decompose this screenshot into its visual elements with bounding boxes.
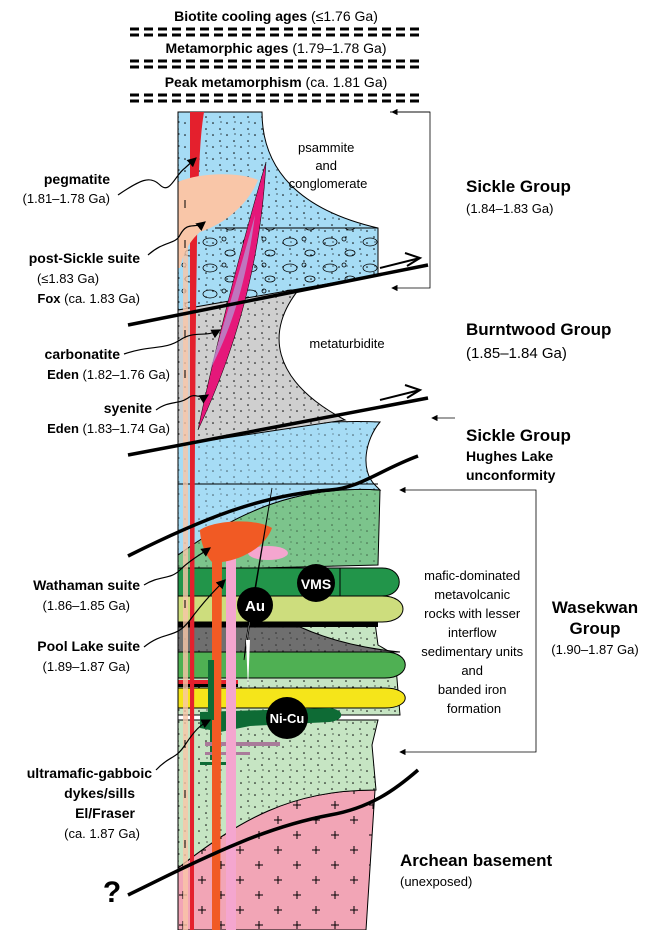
peak-metamorphism-label: Peak metamorphism (ca. 1.81 Ga) [165,74,388,90]
svg-text:(1.89–1.87 Ga): (1.89–1.87 Ga) [43,659,130,674]
biotite-cooling-label: Biotite cooling ages (≤1.76 Ga) [174,8,378,24]
left-label-wathaman: Wathaman suite (1.86–1.85 Ga) [33,577,140,613]
left-label-syenite: syenite Eden (1.83–1.74 Ga) [47,400,170,436]
left-label-pegmatite: pegmatite (1.81–1.78 Ga) [23,171,111,206]
svg-text:(1.86–1.85 Ga): (1.86–1.85 Ga) [43,598,130,613]
svg-text:carbonatite: carbonatite [45,346,121,362]
metaturbidite-label: metaturbidite [309,336,384,351]
svg-text:dykes/sills: dykes/sills [64,785,135,801]
mafic-description-label: mafic-dominated metavolcanic rocks with … [421,568,527,716]
svg-text:Archean basement: Archean basement [400,851,552,870]
ultramafic-dyke [208,660,214,720]
svg-text:Hughes Lake: Hughes Lake [466,448,553,464]
svg-text:(1.90–1.87 Ga): (1.90–1.87 Ga) [551,642,638,657]
svg-text:Burntwood Group: Burntwood Group [466,320,611,339]
metamorphic-ages-label: Metamorphic ages (1.79–1.78 Ga) [166,40,387,56]
svg-text:Fox (ca. 1.83 Ga): Fox (ca. 1.83 Ga) [37,291,140,306]
svg-text:Ni-Cu: Ni-Cu [270,711,305,726]
sediment-band-upper [178,596,403,622]
left-label-post-sickle: post-Sickle suite (≤1.83 Ga) Fox (ca. 1.… [29,250,140,306]
svg-text:Eden (1.83–1.74 Ga): Eden (1.83–1.74 Ga) [47,421,170,436]
right-label-sickle-upper: Sickle Group (1.84–1.83 Ga) [466,177,571,216]
right-label-sickle-lower: Sickle Group Hughes Lake unconformity [466,426,571,483]
svg-text:(1.85–1.84 Ga): (1.85–1.84 Ga) [466,345,567,362]
deposit-ni-cu: Ni-Cu [266,697,308,739]
left-label-ultramafic: ultramafic-gabboic dykes/sills El/Fraser… [27,765,152,841]
svg-text:(1.81–1.78 Ga): (1.81–1.78 Ga) [23,191,110,206]
svg-text:El/Fraser: El/Fraser [75,805,135,821]
svg-text:Sickle Group: Sickle Group [466,426,571,445]
psammite-label: psammite and conglomerate [289,140,368,191]
left-label-carbonatite: carbonatite Eden (1.82–1.76 Ga) [45,346,170,382]
deposit-vms: VMS [297,564,335,602]
svg-text:ultramafic-gabboic: ultramafic-gabboic [27,765,152,781]
deposit-au: Au [237,587,273,623]
svg-text:(unexposed): (unexposed) [400,874,472,889]
svg-text:VMS: VMS [301,576,331,592]
svg-text:post-Sickle suite: post-Sickle suite [29,250,140,266]
svg-text:Group: Group [570,619,621,638]
right-label-burntwood: Burntwood Group (1.85–1.84 Ga) [466,320,611,362]
svg-text:unconformity: unconformity [466,467,556,483]
svg-text:Au: Au [245,598,265,615]
svg-text:Sickle Group: Sickle Group [466,177,571,196]
svg-text:Pool Lake suite: Pool Lake suite [37,638,140,654]
svg-text:(1.84–1.83 Ga): (1.84–1.83 Ga) [466,201,553,216]
question-mark: ? [103,876,121,909]
svg-text:(ca. 1.87 Ga): (ca. 1.87 Ga) [64,826,140,841]
svg-text:Eden (1.82–1.76 Ga): Eden (1.82–1.76 Ga) [47,367,170,382]
svg-text:pegmatite: pegmatite [44,171,110,187]
svg-text:syenite: syenite [104,400,152,416]
right-label-archean: Archean basement (unexposed) [400,851,552,889]
right-label-wasekwan: Wasekwan Group (1.90–1.87 Ga) [551,598,638,657]
left-label-pool-lake: Pool Lake suite (1.89–1.87 Ga) [37,638,140,674]
svg-text:Wasekwan: Wasekwan [552,598,638,617]
svg-text:(≤1.83 Ga): (≤1.83 Ga) [37,271,99,286]
stratigraphic-column [178,112,405,930]
svg-text:Wathaman suite: Wathaman suite [33,577,140,593]
pool-lake-dyke [226,540,236,930]
